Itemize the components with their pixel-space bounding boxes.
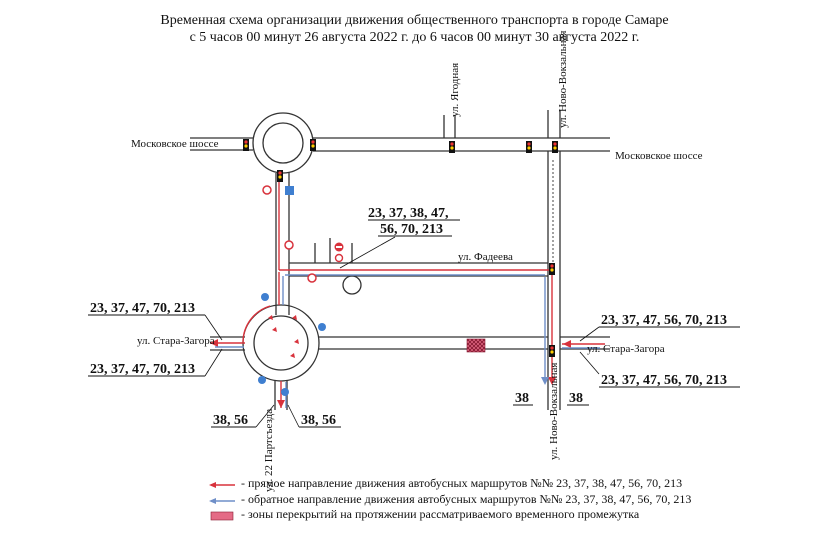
roads xyxy=(190,110,610,410)
route-label-bottom-left-a: 38, 56 xyxy=(213,413,248,428)
reverse-arrow-icon xyxy=(207,495,237,505)
route-label-bottom-right-b: 38 xyxy=(569,391,583,406)
upper-roundabout-outer xyxy=(252,112,314,174)
roundabout-sign-icon xyxy=(258,376,266,384)
forward-arrow-stara xyxy=(563,340,571,348)
legend-closure: - зоны перекрытий на протяжении рассматр… xyxy=(207,507,639,521)
route-label-bottom-right-a: 38 xyxy=(515,391,529,406)
legend-closure-text: - зоны перекрытий на протяжении рассматр… xyxy=(241,507,640,521)
legend-forward: - прямое направление движения автобусных… xyxy=(207,476,682,490)
upper-roundabout-inner xyxy=(262,122,304,164)
map-title-line2: с 5 часов 00 минут 26 августа 2022 г. до… xyxy=(189,30,640,45)
traffic-lights xyxy=(243,139,558,357)
reverse-routes xyxy=(215,274,600,408)
street-partsezda: ул. 22 Партсъезда xyxy=(263,409,275,492)
lower-roundabout-inner xyxy=(253,315,309,371)
info-sign-icon xyxy=(285,186,294,195)
route-label-fadeeva-1: 23, 37, 38, 47, xyxy=(368,206,449,221)
closure-zone-icon xyxy=(207,510,237,521)
street-moskovskoe-right: Московское шоссе xyxy=(615,150,703,162)
street-moskovskoe-left: Московское шоссе xyxy=(131,138,219,150)
closure-zone xyxy=(466,338,486,353)
roundabout-sign-icon xyxy=(318,323,326,331)
roundabout-sign-icon xyxy=(261,293,269,301)
road-signs xyxy=(258,185,344,396)
route-label-right-bottom: 23, 37, 47, 56, 70, 213 xyxy=(601,373,727,388)
legend-reverse-text: - обратное направление движения автобусн… xyxy=(241,492,692,506)
street-fadeeva: ул. Фадеева xyxy=(458,251,513,263)
street-novo-vokzalnaya-bottom: ул. Ново-Вокзальная xyxy=(548,363,560,460)
forward-arrow-icon xyxy=(207,479,237,489)
street-yagodnaya: ул. Ягодная xyxy=(449,63,461,117)
route-label-left-top: 23, 37, 47, 70, 213 xyxy=(90,301,195,316)
legend-reverse: - обратное направление движения автобусн… xyxy=(207,492,691,506)
route-label-bottom-left-b: 38, 56 xyxy=(301,413,336,428)
forward-arrow-bottom xyxy=(277,400,285,408)
forward-arrow-right xyxy=(548,377,556,385)
route-label-fadeeva-2: 56, 70, 213 xyxy=(380,222,443,237)
no-stopping-sign-icon xyxy=(284,240,294,250)
legend-forward-text: - прямое направление движения автобусных… xyxy=(241,476,683,490)
prohibition-sign-icon xyxy=(307,273,317,283)
street-novo-vokzalnaya-top: ул. Ново-Вокзальная xyxy=(557,31,569,128)
restriction-sign-icon xyxy=(334,253,344,263)
no-entry-sign-icon xyxy=(262,185,272,195)
route-label-left-bottom: 23, 37, 47, 70, 213 xyxy=(90,362,195,377)
direction-sign-icon xyxy=(281,388,289,396)
street-stara-zagora-right: ул. Стара-Загора xyxy=(587,343,665,355)
reverse-arrow-right xyxy=(541,377,549,385)
map-title-line1: Временная схема организации движения общ… xyxy=(160,13,669,28)
small-loop xyxy=(342,275,362,295)
roundabout-arrows-icon xyxy=(268,315,299,358)
forward-arrow-left xyxy=(210,339,218,347)
route-label-right-top: 23, 37, 47, 56, 70, 213 xyxy=(601,313,727,328)
street-stara-zagora-left: ул. Стара-Загора xyxy=(137,335,215,347)
